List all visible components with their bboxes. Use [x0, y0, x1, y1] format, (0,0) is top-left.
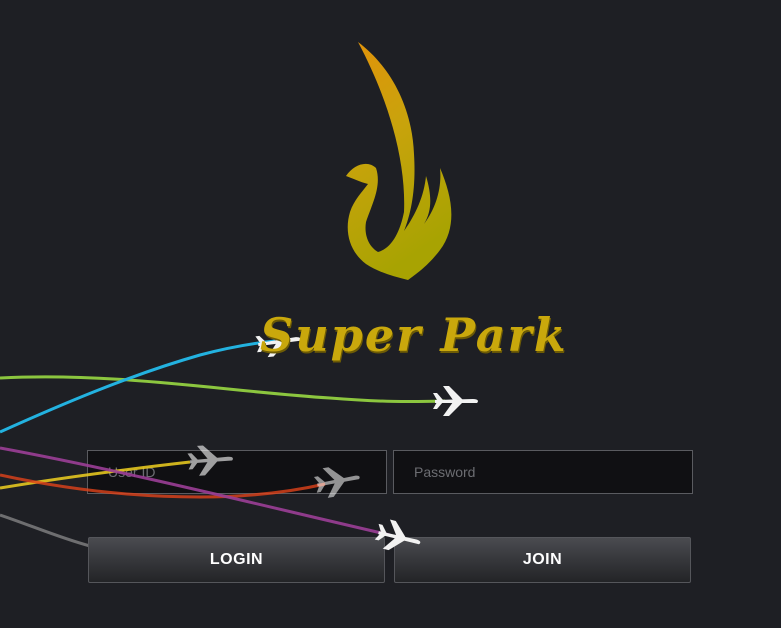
brand-name: Super Park	[260, 308, 568, 362]
user-id-field[interactable]	[87, 450, 387, 494]
airplane-icon	[433, 386, 478, 416]
phoenix-wing-icon	[346, 42, 452, 280]
gray-flight-trail	[0, 513, 91, 548]
blue-flight-trail	[0, 339, 276, 434]
password-field[interactable]	[393, 450, 693, 494]
green-flight-trail	[0, 375, 446, 404]
login-button[interactable]: LOGIN	[88, 537, 385, 583]
join-button[interactable]: JOIN	[394, 537, 691, 583]
